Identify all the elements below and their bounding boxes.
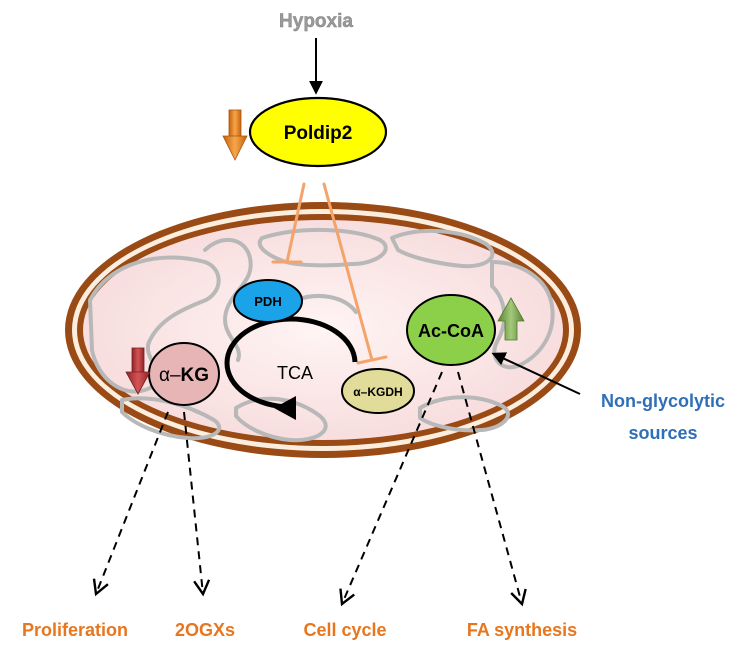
hypoxia-label: Hypoxia bbox=[279, 11, 353, 32]
accoa-to-fa-synthesis-arrow bbox=[457, 371, 527, 607]
pdh-inhibition-line bbox=[285, 182, 306, 264]
akgdh-inhibition-bar bbox=[356, 355, 388, 365]
poldip2-label: Poldip2 bbox=[284, 123, 353, 144]
sources-to-accoa-arrow bbox=[491, 352, 581, 395]
accoa-increase-arrow-icon bbox=[497, 297, 525, 341]
2ogxs-label: 2OGXs bbox=[175, 620, 235, 640]
akg-label-main: KG bbox=[181, 365, 210, 386]
pdh-label: PDH bbox=[254, 294, 281, 309]
sources-label-line1: Non-glycolytic bbox=[601, 391, 725, 411]
accoa-node bbox=[406, 294, 496, 366]
tca-cycle-arrow bbox=[224, 316, 358, 410]
tca-cycle-arrowhead-icon bbox=[274, 396, 296, 420]
pdh-node bbox=[233, 279, 303, 323]
akg-to-proliferation-arrow bbox=[92, 411, 169, 597]
tca-cycle: TCA bbox=[224, 316, 358, 420]
poldip2-node bbox=[248, 96, 388, 168]
poldip2-decrease-arrow-icon bbox=[222, 109, 248, 161]
cell-cycle-label: Cell cycle bbox=[303, 620, 386, 640]
fa-synthesis-label: FA synthesis bbox=[467, 620, 577, 640]
akgdh-label: α–KGDH bbox=[353, 385, 402, 399]
poldip2-inhibition-lines bbox=[271, 182, 388, 365]
akgdh-inhibition-line bbox=[322, 182, 374, 362]
akg-label: α–KG bbox=[159, 365, 209, 386]
sources-label-line2: sources bbox=[628, 423, 697, 443]
akg-label-prefix: α– bbox=[159, 365, 181, 386]
akg-decrease-arrow-icon bbox=[125, 347, 151, 395]
proliferation-label: Proliferation bbox=[22, 620, 128, 640]
akg-to-2ogxs-arrow bbox=[183, 411, 211, 597]
tca-label: TCA bbox=[277, 363, 313, 383]
accoa-label: Ac-CoA bbox=[418, 321, 484, 341]
accoa-to-cell-cycle-arrow bbox=[339, 371, 443, 607]
output-arrows bbox=[92, 371, 527, 607]
akgdh-node bbox=[341, 368, 415, 414]
